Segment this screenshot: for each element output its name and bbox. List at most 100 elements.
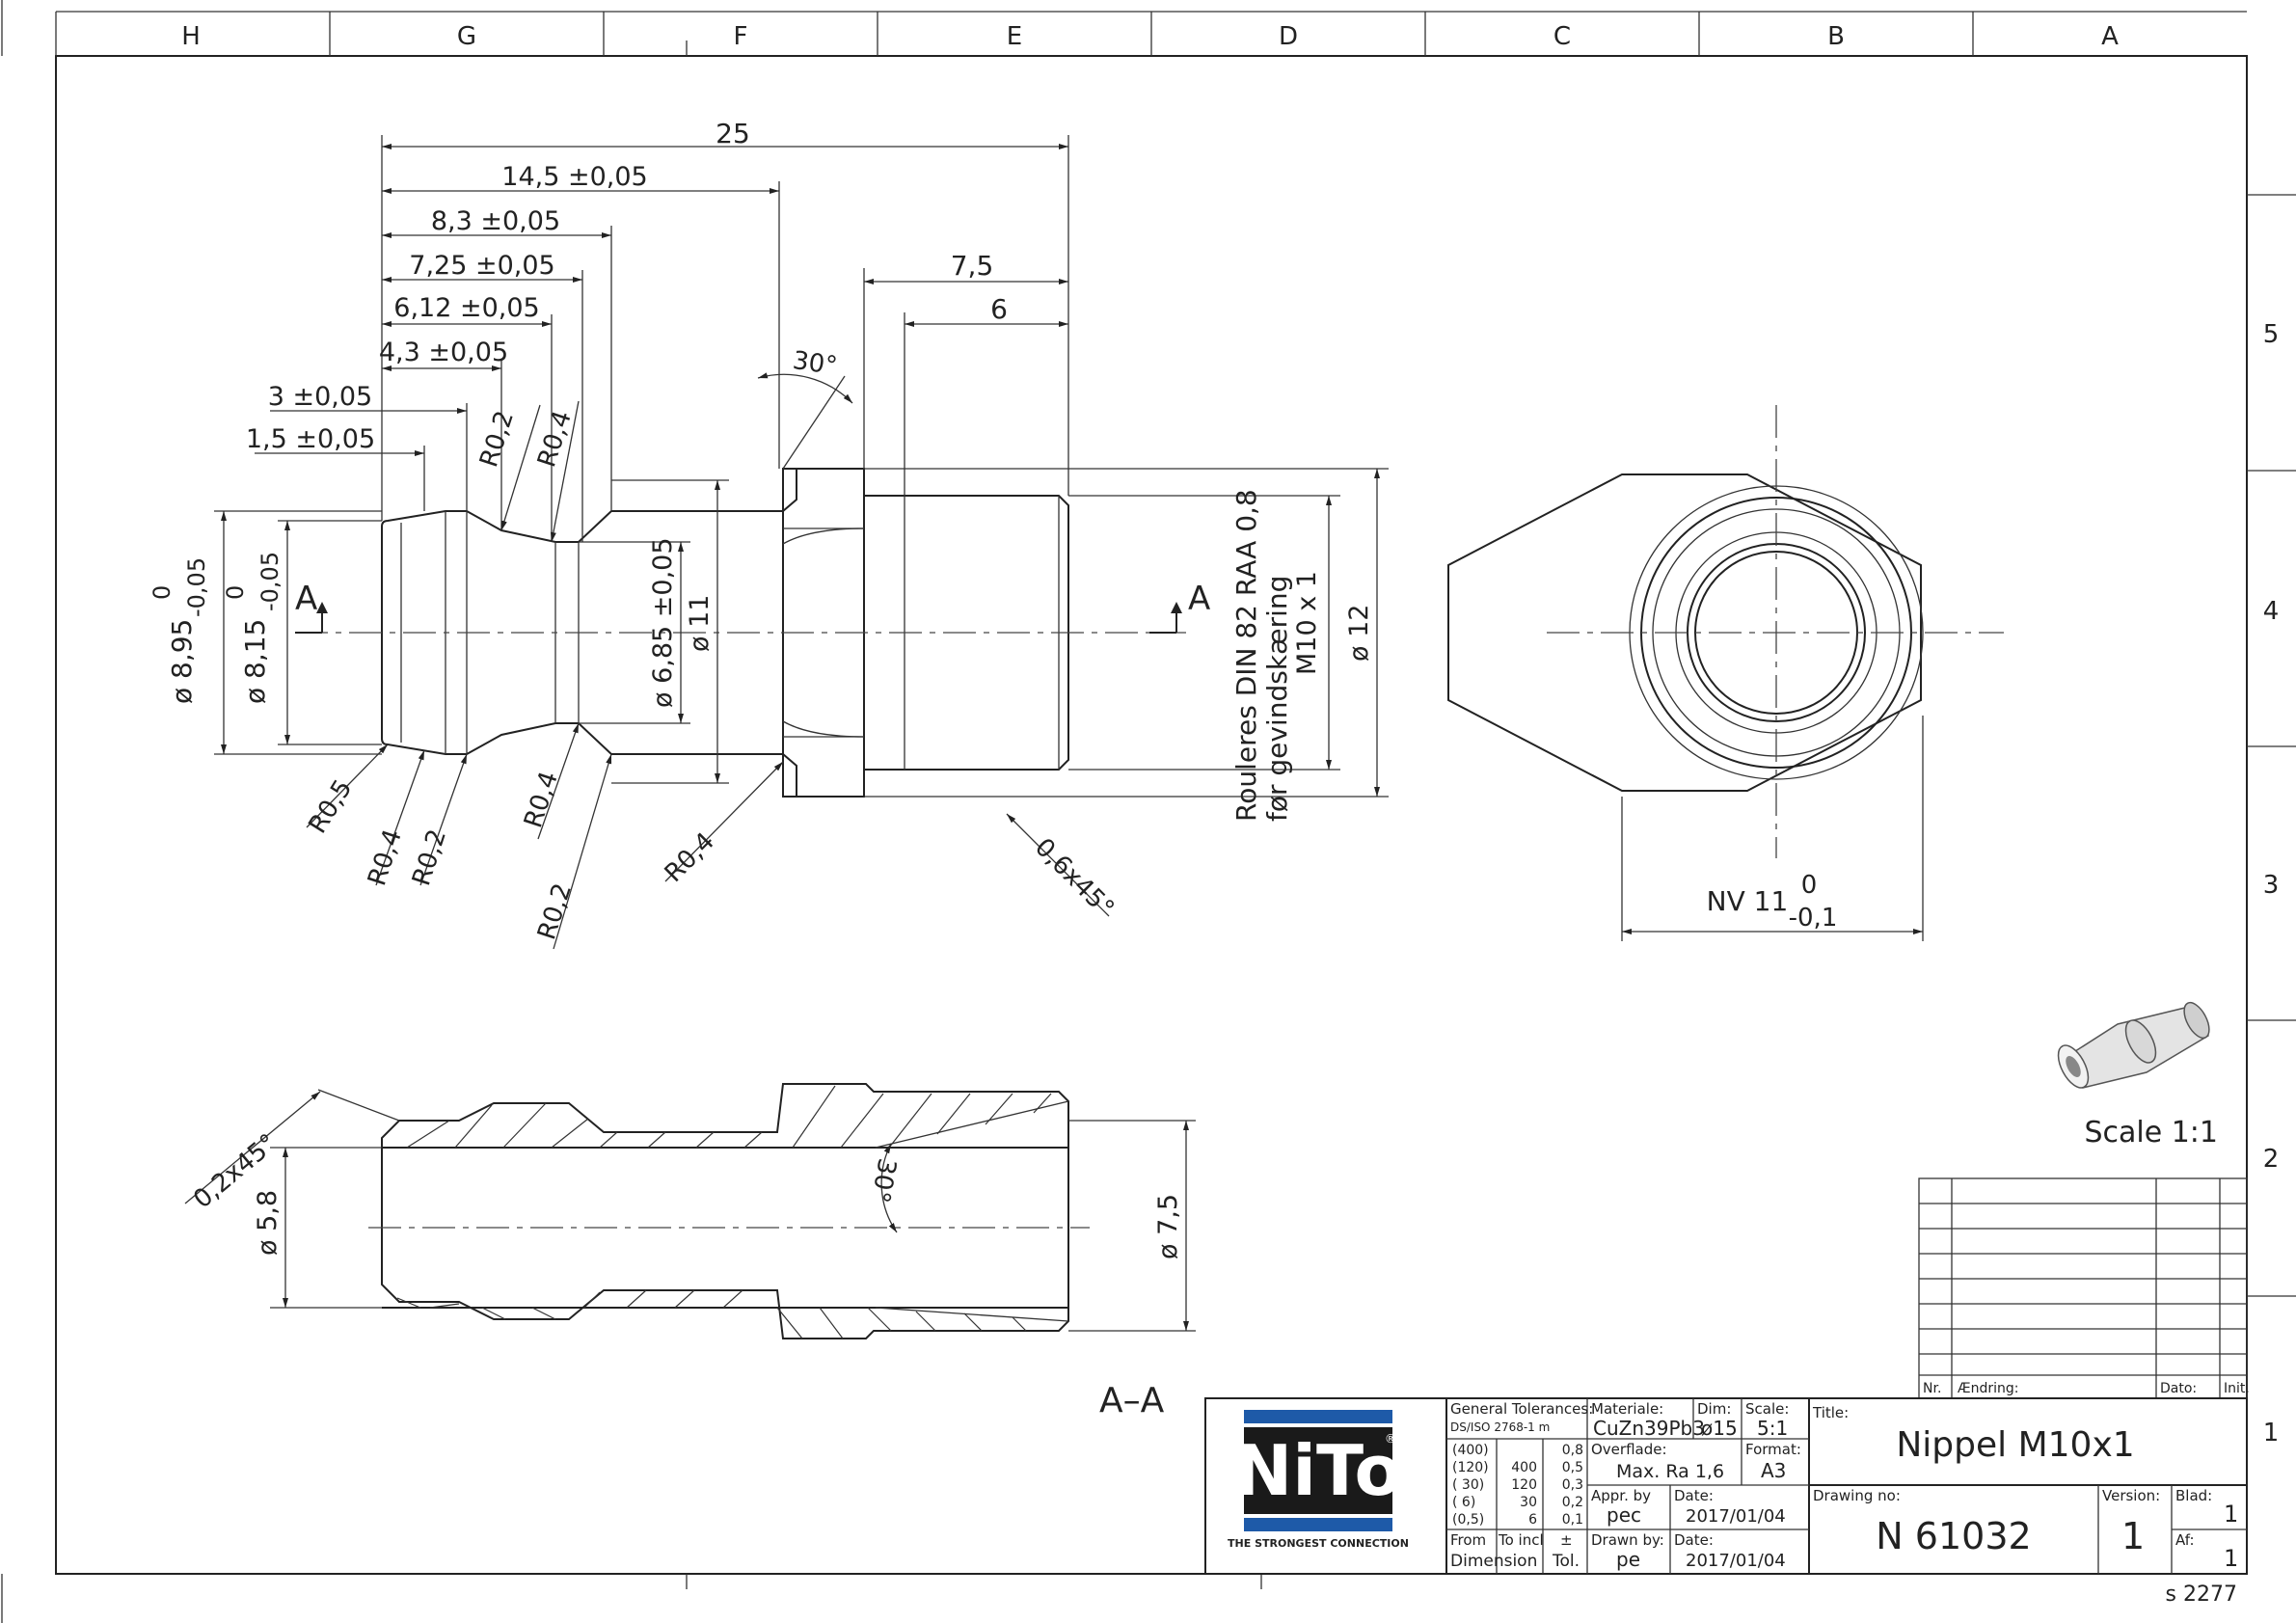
- drawn-label: Drawn by:: [1591, 1531, 1664, 1549]
- zone-labels-top: H G F E D C B A: [181, 22, 2119, 51]
- dim-6: 6: [990, 293, 1008, 325]
- radius-bottom-5: R0,2: [532, 879, 578, 943]
- sheet-value: 1: [2224, 1501, 2238, 1528]
- appr-date-value: 2017/01/04: [1686, 1506, 1786, 1527]
- of-label: Af:: [2175, 1531, 2195, 1549]
- material-label: Materiale:: [1591, 1400, 1663, 1418]
- thread-note-roll: Rouleres DIN 82 RAA 0,8: [1230, 489, 1262, 822]
- zone-label-2: 2: [2263, 1145, 2280, 1174]
- front-view: A A: [295, 468, 1210, 798]
- end-view: NV 11 0 -0,1: [1447, 405, 2004, 941]
- dim-7-25: 7,25 ±0,05: [409, 251, 554, 281]
- format-value: A3: [1761, 1459, 1786, 1482]
- nv-tol-upper: 0: [1801, 871, 1818, 900]
- iso-scale-label: Scale 1:1: [2084, 1116, 2218, 1150]
- radius-bottom-3: R0,2: [407, 825, 452, 889]
- section-hatch-top: [406, 1085, 1052, 1149]
- tol-dimension-label: Dimension: [1450, 1552, 1537, 1571]
- thread-spec: M10 x 1: [1292, 571, 1322, 675]
- dim-6-12: 6,12 ±0,05: [393, 293, 539, 323]
- rev-col-change: Ændring:: [1958, 1381, 2019, 1396]
- zone-label-f: F: [734, 22, 748, 51]
- logo-registered: ®: [1385, 1432, 1396, 1446]
- section-outer-outline: [381, 1083, 1069, 1339]
- logo-tagline: THE STRONGEST CONNECTION: [1228, 1537, 1409, 1550]
- dim-1-5: 1,5 ±0,05: [246, 424, 375, 454]
- zone-label-a: A: [2101, 22, 2119, 51]
- drawn-value: pe: [1616, 1548, 1640, 1571]
- radius-bottom-4: R0,4: [519, 768, 564, 831]
- dim-4-3: 4,3 ±0,05: [379, 338, 508, 367]
- section-hatch-visible-bottom: [396, 1289, 1027, 1339]
- tol-row-1-tol: 0,5: [1562, 1460, 1583, 1475]
- zone-label-b: B: [1827, 22, 1845, 51]
- scale-value: 5:1: [1757, 1417, 1788, 1440]
- tol-row-4-to: 6: [1528, 1512, 1537, 1528]
- surface-label: Overflade:: [1591, 1441, 1667, 1458]
- dim-dia-8-95-lower-tol: -0,05: [183, 557, 210, 617]
- zone-label-c: C: [1553, 22, 1571, 51]
- tol-tol-label: Tol.: [1552, 1552, 1580, 1571]
- tol-row-2-from: ( 30): [1452, 1477, 1484, 1493]
- zone-label-h: H: [181, 22, 201, 51]
- drawing-no-label: Drawing no:: [1813, 1487, 1901, 1504]
- logo-wordmark: NiTo: [1234, 1430, 1402, 1511]
- section-bore-dia: ø 5,8: [253, 1190, 283, 1256]
- nv-label: NV 11: [1707, 885, 1789, 917]
- tol-pm-label: ±: [1560, 1531, 1573, 1549]
- dim-dia-8-95-upper-tol: 0: [149, 585, 176, 600]
- dim-overall-length: 25: [716, 118, 750, 149]
- tol-row-1-to: 400: [1511, 1460, 1537, 1475]
- dim-dia-8-15-lower-tol: -0,05: [257, 552, 284, 611]
- sheet-label: Blad:: [2175, 1487, 2212, 1504]
- angle-30: 30°: [791, 346, 839, 381]
- section-label: A–A: [1099, 1381, 1165, 1420]
- tolerance-rows: (400) 0,8 (120) 400 0,5 ( 30) 120 0,3 ( …: [1452, 1443, 1583, 1528]
- section-mark-right: A: [1188, 580, 1210, 618]
- tol-to-label: To incl: [1498, 1531, 1544, 1549]
- zone-label-d: D: [1279, 22, 1298, 51]
- tol-row-1-from: (120): [1452, 1460, 1489, 1475]
- version-value: 1: [2121, 1515, 2145, 1557]
- front-view-dimensions: 25 14,5 ±0,05 8,3 ±0,05 7,25 ±0,05 6,12 …: [149, 118, 1389, 950]
- radius-top-1: R0,2: [474, 407, 520, 471]
- section-angle: 30°: [865, 1156, 902, 1205]
- rev-col-init: Init.: [2224, 1381, 2250, 1396]
- dim-8-3: 8,3 ±0,05: [431, 206, 560, 236]
- zone-label-e: E: [1007, 22, 1022, 51]
- drawing-title: Nippel M10x1: [1896, 1425, 2134, 1465]
- section-mark-left: A: [295, 580, 317, 618]
- title-label: Title:: [1812, 1404, 1849, 1421]
- version-label: Version:: [2102, 1487, 2160, 1504]
- logo-blue-bar-top: [1244, 1410, 1392, 1423]
- appr-label: Appr. by: [1591, 1487, 1651, 1504]
- zone-label-4: 4: [2263, 597, 2280, 626]
- dim-7-5: 7,5: [951, 250, 994, 282]
- sheet-code: s 2277: [2166, 1582, 2237, 1607]
- dim-dia-8-15-upper-tol: 0: [222, 585, 249, 600]
- nito-logo: NiTo ® THE STRONGEST CONNECTION: [1228, 1410, 1409, 1550]
- dim-dia-8-15: ø 8,15: [239, 619, 271, 704]
- zone-labels-right: 5 4 3 2 1: [2263, 320, 2280, 1447]
- radius-bottom-1: R0,5: [303, 774, 358, 838]
- format-label: Format:: [1745, 1441, 1801, 1458]
- title-block: NiTo ® THE STRONGEST CONNECTION General …: [1204, 1397, 2248, 1575]
- dim-3: 3 ±0,05: [268, 382, 373, 412]
- nv-tol-lower: -0,1: [1789, 904, 1838, 933]
- thread-note-before-cutting: før gevindskæring: [1261, 576, 1293, 822]
- rev-col-nr: Nr.: [1923, 1381, 1941, 1396]
- drawn-date-value: 2017/01/04: [1686, 1551, 1786, 1571]
- gen-tol-std: DS/ISO 2768-1 m: [1450, 1420, 1550, 1434]
- tol-row-2-tol: 0,3: [1562, 1477, 1583, 1493]
- surface-value: Max. Ra 1,6: [1616, 1461, 1724, 1482]
- tol-row-4-from: (0,5): [1452, 1512, 1484, 1528]
- logo-black-box: [1244, 1427, 1392, 1514]
- zone-label-3: 3: [2263, 871, 2280, 900]
- tol-from-label: From: [1450, 1531, 1486, 1549]
- zone-label-5: 5: [2263, 320, 2280, 349]
- zone-label-g: G: [457, 22, 476, 51]
- dim-dia-6-85: ø 6,85 ±0,05: [648, 537, 678, 708]
- dim-value: ø15: [1701, 1417, 1738, 1440]
